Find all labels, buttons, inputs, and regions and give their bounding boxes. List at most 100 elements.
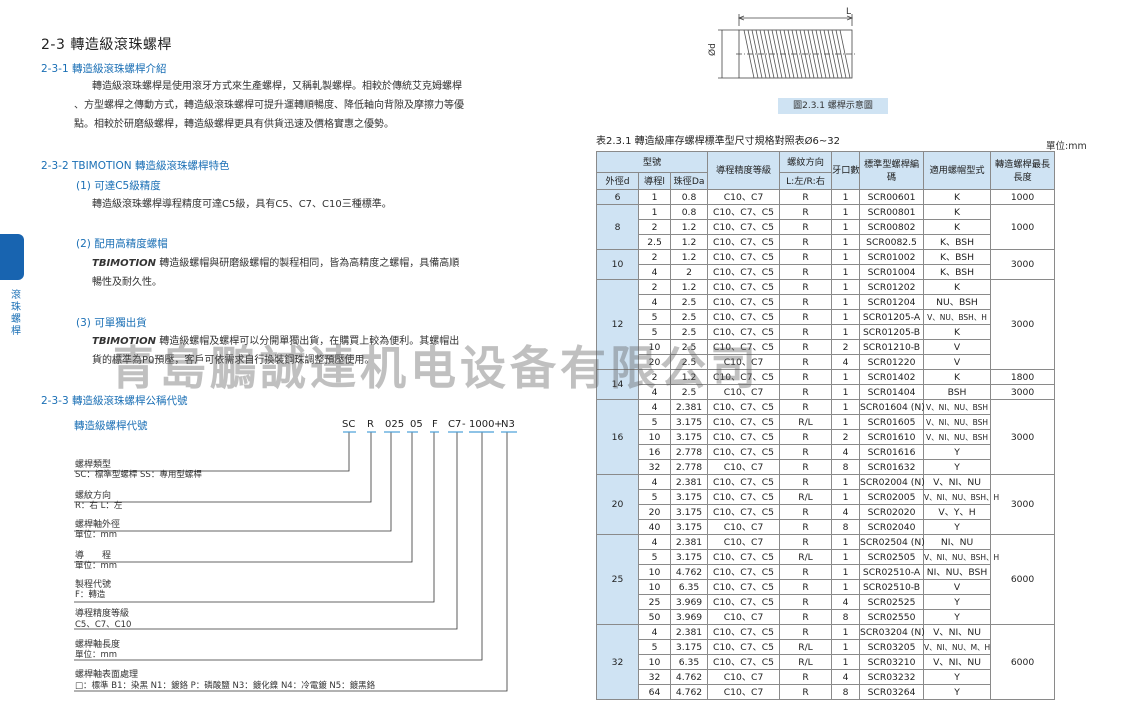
table-cell: K、BSH <box>923 234 992 250</box>
table-cell: 40 <box>638 519 671 535</box>
table-cell: C10、C7 <box>707 684 781 700</box>
table-cell: 8 <box>831 459 861 475</box>
table-cell: C10、C7 <box>707 519 781 535</box>
table-cell: SCR01002 <box>859 249 925 265</box>
table-cell: 50 <box>638 609 671 625</box>
cell-max-length: 3000 <box>990 474 1056 535</box>
table-cell: SCR01004 <box>859 264 925 280</box>
legend-6-desc: C5、C7、C10 <box>75 620 132 630</box>
feature-2-line-2: 暢性及耐久性。 <box>92 277 162 288</box>
table-cell: V、NI、NU <box>923 474 992 490</box>
table-cell: SCR02505 <box>859 549 925 565</box>
table-cell: C10、C7、C5 <box>707 279 781 295</box>
table-cell: 5 <box>638 414 671 430</box>
table-cell: 1 <box>831 414 861 430</box>
table-cell: SCR01404 <box>859 384 925 400</box>
table-cell: V、NI、NU、M、H <box>923 639 992 655</box>
table-cell: SCR01220 <box>859 354 925 370</box>
table-cell: 2.381 <box>669 474 709 490</box>
table-cell: 3.969 <box>669 594 709 610</box>
legend-3-title: 螺桿軸外徑 <box>75 520 121 530</box>
brand-text: TBIMOTION <box>92 336 157 347</box>
table-cell: 4.762 <box>669 684 709 700</box>
table-cell: V <box>923 339 992 355</box>
legend-2-desc: R：右 L：左 <box>75 501 123 511</box>
legend-5-desc: F：轉造 <box>75 590 106 600</box>
table-cell: R <box>779 684 833 700</box>
table-cell: R <box>779 309 833 325</box>
legend-1-title: 螺桿類型 <box>75 460 112 470</box>
table-cell: SCR00601 <box>859 189 925 205</box>
table-cell: SCR03204 (N) <box>859 624 925 640</box>
table-cell: R/L <box>779 549 833 565</box>
page-title: 2-3 轉造級滾珠螺桿 <box>41 37 172 53</box>
table-cell: SCR02504 (N) <box>859 534 925 550</box>
table-cell: R/L <box>779 414 833 430</box>
table-cell: Y <box>923 669 992 685</box>
table-cell: SCR03210 <box>859 654 925 670</box>
cell-od: 32 <box>596 624 639 700</box>
table-cell: V、NI、NU、BSH <box>923 429 992 445</box>
header-lead: 導程l <box>638 172 671 190</box>
code-r: R <box>367 419 374 430</box>
table-cell: 2.778 <box>669 444 709 460</box>
table-cell: SCR02040 <box>859 519 925 535</box>
table-cell: SCR01204 <box>859 294 925 310</box>
table-cell: 4 <box>638 474 671 490</box>
table-cell: 2.381 <box>669 624 709 640</box>
table-cell: Y <box>923 609 992 625</box>
side-tab-label: 滾珠螺桿 <box>11 290 21 337</box>
brand-text: TBIMOTION <box>92 258 157 269</box>
header-model: 型號 <box>595 151 709 173</box>
table-cell: R <box>779 354 833 370</box>
table-cell: 2.5 <box>638 234 671 250</box>
table-cell: 1 <box>638 204 671 220</box>
table-cell: 2 <box>638 219 671 235</box>
table-cell: SCR01604 (N) <box>859 399 925 415</box>
table-cell: Y <box>923 594 992 610</box>
table-cell: K、BSH <box>923 249 992 265</box>
cell-max-length: 1000 <box>990 204 1056 250</box>
table-cell: 1 <box>831 549 861 565</box>
watermark: 青島鵬誠達机电设备有限公司 <box>110 341 760 395</box>
table-cell: 1 <box>831 249 861 265</box>
code-05: 05 <box>410 419 423 430</box>
table-cell: R <box>779 459 833 475</box>
header-std-code: 標準型螺桿編碼 <box>859 151 925 190</box>
table-cell: C10、C7 <box>707 189 781 205</box>
table-cell: 4 <box>831 504 861 520</box>
feature-2-line-1: TBIMOTION 轉造級螺帽與研磨級螺帽的製程相同，皆為高精度之螺帽，具備高順 <box>92 254 459 273</box>
table-cell: 4 <box>831 594 861 610</box>
table-cell: 3.175 <box>669 504 709 520</box>
table-cell: C10、C7 <box>707 534 781 550</box>
table-cell: 1 <box>831 264 861 280</box>
table-cell: C10、C7 <box>707 609 781 625</box>
header-thread-direction-sub: L:左/R:右 <box>779 172 833 190</box>
table-cell: C10、C7、C5 <box>707 219 781 235</box>
cell-od: 25 <box>596 534 639 625</box>
header-lead-accuracy: 導程精度等級 <box>707 151 781 190</box>
table-cell: 16 <box>638 444 671 460</box>
table-cell: SCR03264 <box>859 684 925 700</box>
table-cell: SCR01210-B <box>859 339 925 355</box>
table-cell: R <box>779 219 833 235</box>
legend-7-title: 螺桿軸長度 <box>75 640 121 650</box>
drawing-label-l: L <box>846 7 851 17</box>
table-cell: SCR01402 <box>859 369 925 385</box>
table-cell: K <box>923 279 992 295</box>
table-cell: 6.35 <box>669 654 709 670</box>
cell-od: 12 <box>596 279 639 370</box>
table-cell: 4 <box>831 669 861 685</box>
table-cell: 4 <box>638 534 671 550</box>
table-cell: 2.778 <box>669 459 709 475</box>
